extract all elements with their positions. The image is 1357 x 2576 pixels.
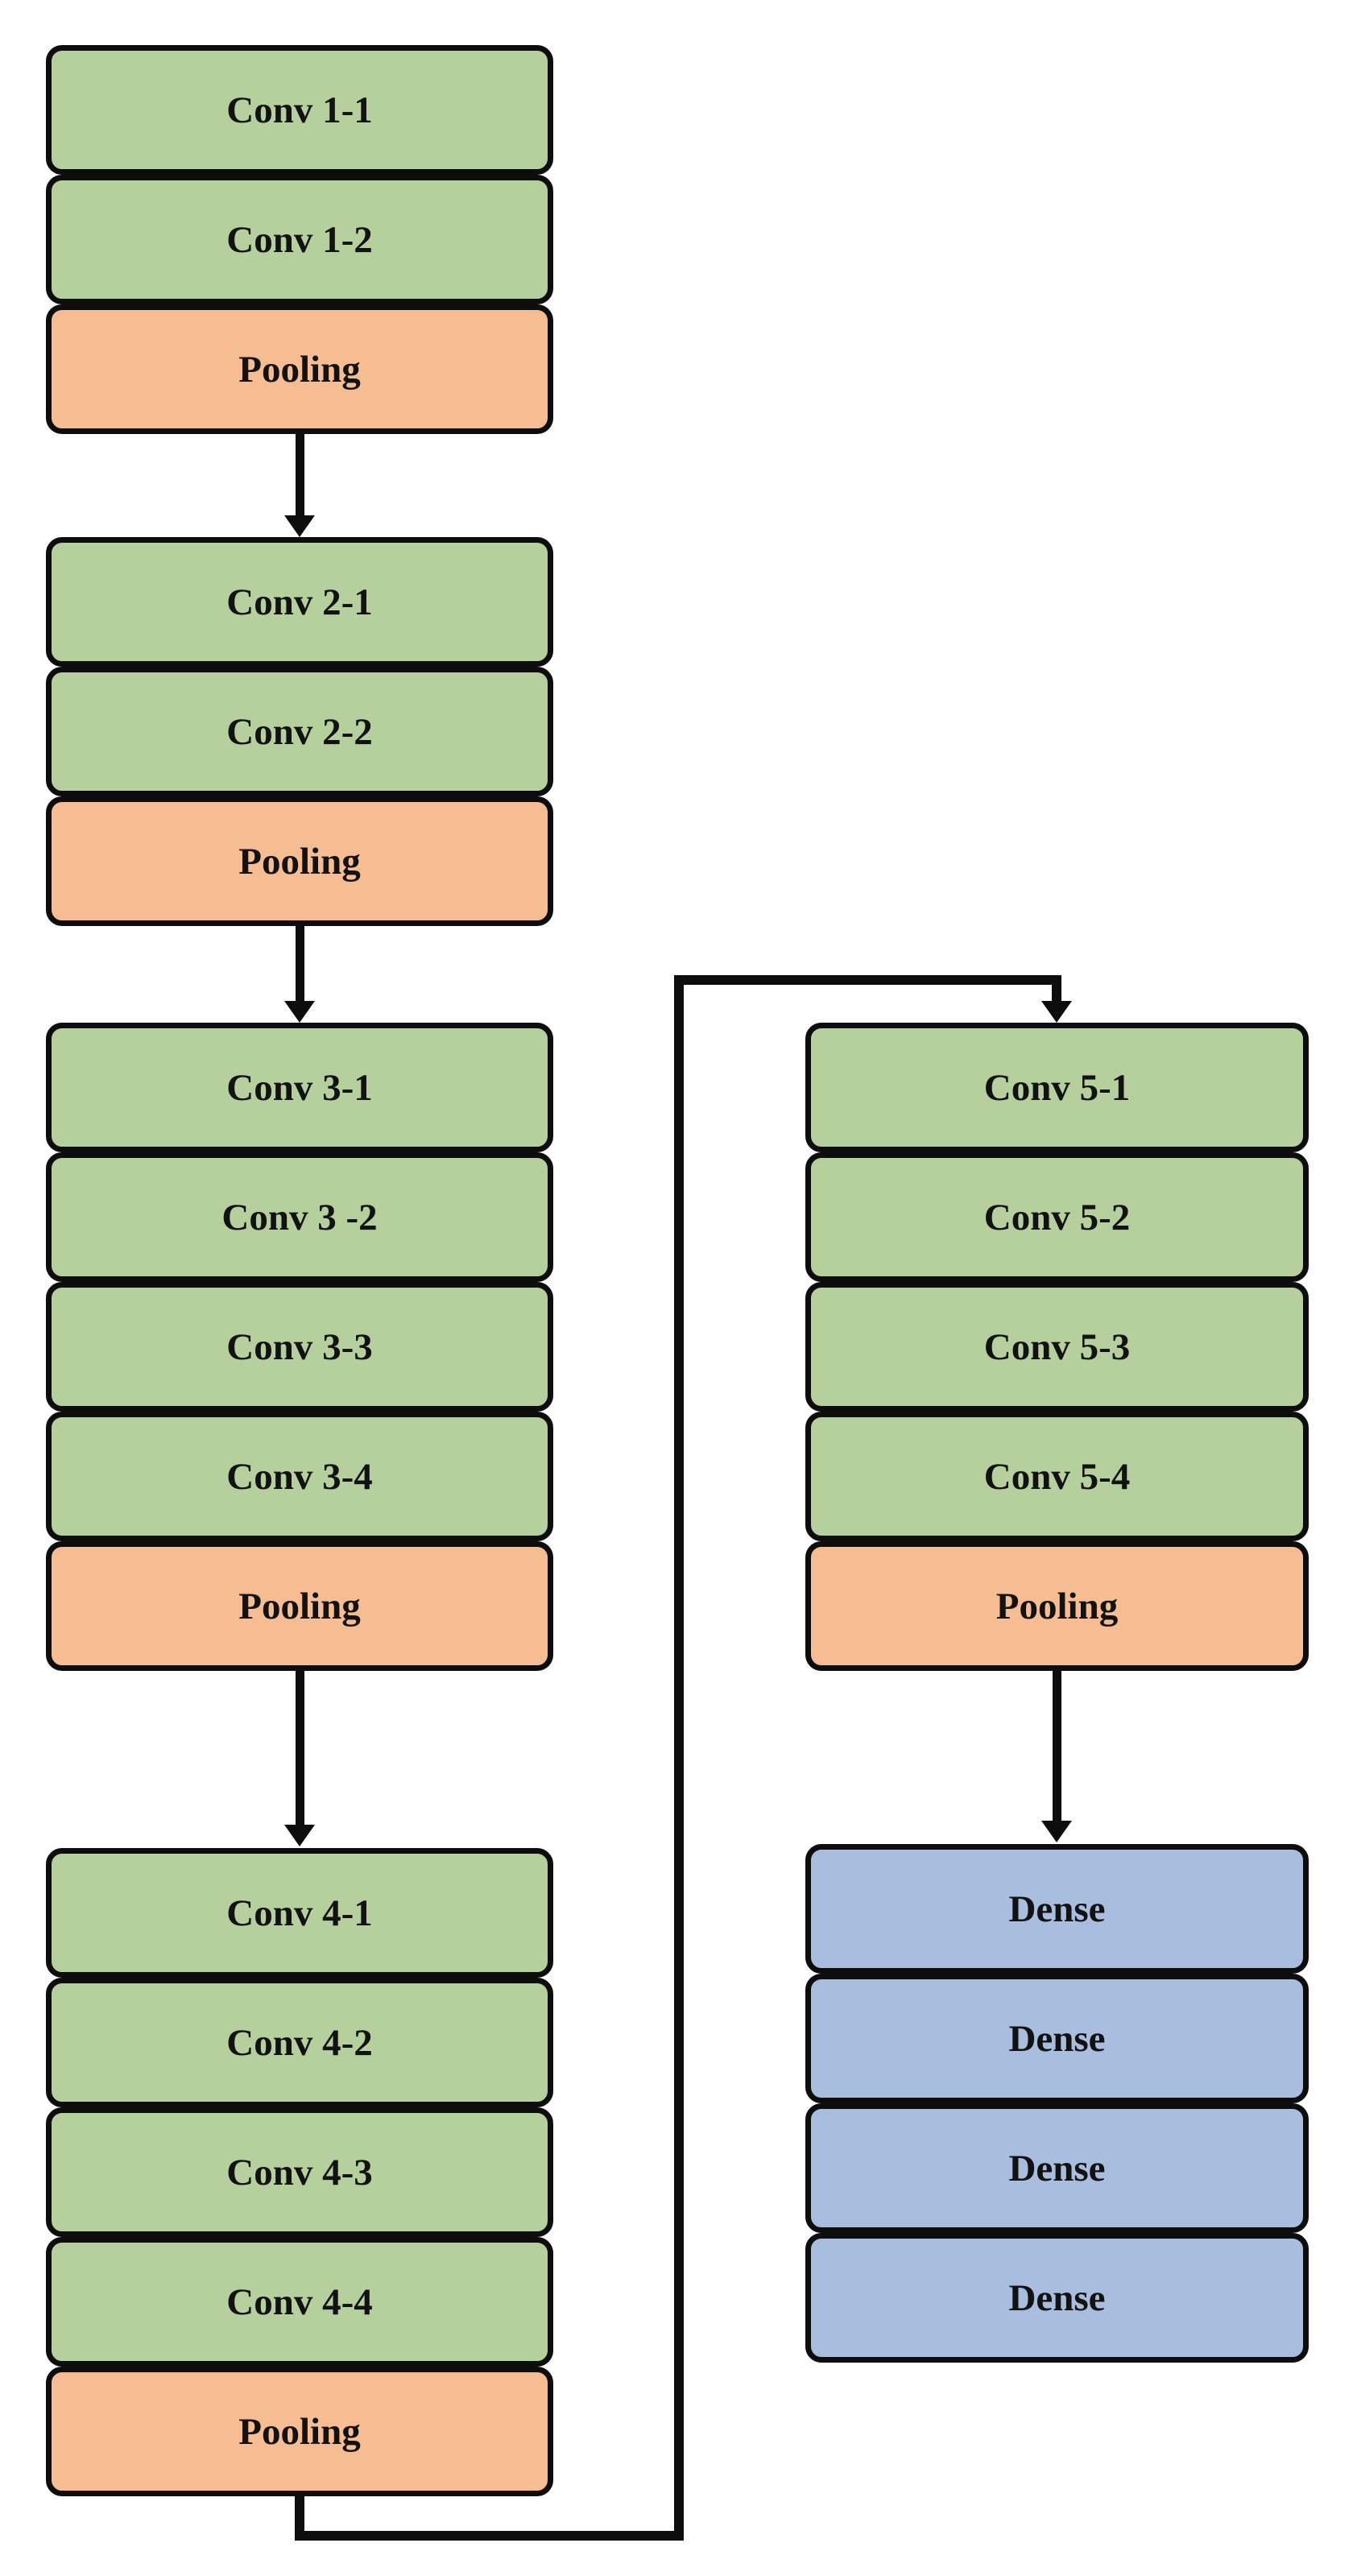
- arrow-3-head: [284, 1825, 315, 1846]
- node-conv-5-1: Conv 5-1: [805, 1023, 1309, 1152]
- node-conv-1-1: Conv 1-1: [46, 45, 553, 175]
- node-pooling-2: Pooling: [46, 796, 553, 926]
- arrow-2-stem: [296, 926, 304, 1003]
- node-dense-3: Dense: [805, 2103, 1309, 2233]
- arrow-5-head: [1041, 1821, 1072, 1842]
- node-conv-5-3: Conv 5-3: [805, 1282, 1309, 1412]
- connector-stem-down: [295, 2496, 304, 2541]
- arrow-1-stem: [296, 434, 304, 517]
- node-pooling-5: Pooling: [805, 1541, 1309, 1671]
- arrow-2-head: [284, 1001, 315, 1023]
- node-conv-5-2: Conv 5-2: [805, 1152, 1309, 1282]
- conv-block-1: Conv 1-1 Conv 1-2 Pooling: [46, 45, 553, 434]
- node-dense-4: Dense: [805, 2233, 1309, 2363]
- node-conv-3-2: Conv 3 -2: [46, 1152, 553, 1282]
- connector-top-horizontal: [674, 975, 1061, 985]
- connector-bottom-horizontal: [295, 2531, 684, 2541]
- node-dense-2: Dense: [805, 1974, 1309, 2103]
- node-conv-4-2: Conv 4-2: [46, 1978, 553, 2107]
- conv-block-3: Conv 3-1 Conv 3 -2 Conv 3-3 Conv 3-4 Poo…: [46, 1023, 553, 1671]
- node-pooling-1: Pooling: [46, 304, 553, 434]
- conv-block-5: Conv 5-1 Conv 5-2 Conv 5-3 Conv 5-4 Pool…: [805, 1023, 1309, 1671]
- node-conv-2-2: Conv 2-2: [46, 667, 553, 796]
- conv-block-2: Conv 2-1 Conv 2-2 Pooling: [46, 537, 553, 926]
- arrow-3-stem: [296, 1671, 304, 1826]
- arrow-1-head: [284, 515, 315, 537]
- node-conv-3-1: Conv 3-1: [46, 1023, 553, 1152]
- dense-stack: Dense Dense Dense Dense: [805, 1844, 1309, 2363]
- node-conv-3-3: Conv 3-3: [46, 1282, 553, 1412]
- node-conv-4-4: Conv 4-4: [46, 2237, 553, 2367]
- conv-block-4: Conv 4-1 Conv 4-2 Conv 4-3 Conv 4-4 Pool…: [46, 1848, 553, 2496]
- node-conv-2-1: Conv 2-1: [46, 537, 553, 667]
- node-pooling-3: Pooling: [46, 1541, 553, 1671]
- node-conv-3-4: Conv 3-4: [46, 1412, 553, 1541]
- arrow-5-stem: [1053, 1671, 1061, 1822]
- connector-vertical-up: [674, 975, 684, 2541]
- node-conv-4-1: Conv 4-1: [46, 1848, 553, 1978]
- node-conv-1-2: Conv 1-2: [46, 175, 553, 304]
- node-dense-1: Dense: [805, 1844, 1309, 1974]
- node-pooling-4: Pooling: [46, 2367, 553, 2496]
- node-conv-4-3: Conv 4-3: [46, 2107, 553, 2237]
- connector-arrow-stem: [1052, 980, 1061, 1003]
- connector-arrow-head: [1041, 1001, 1072, 1023]
- node-conv-5-4: Conv 5-4: [805, 1412, 1309, 1541]
